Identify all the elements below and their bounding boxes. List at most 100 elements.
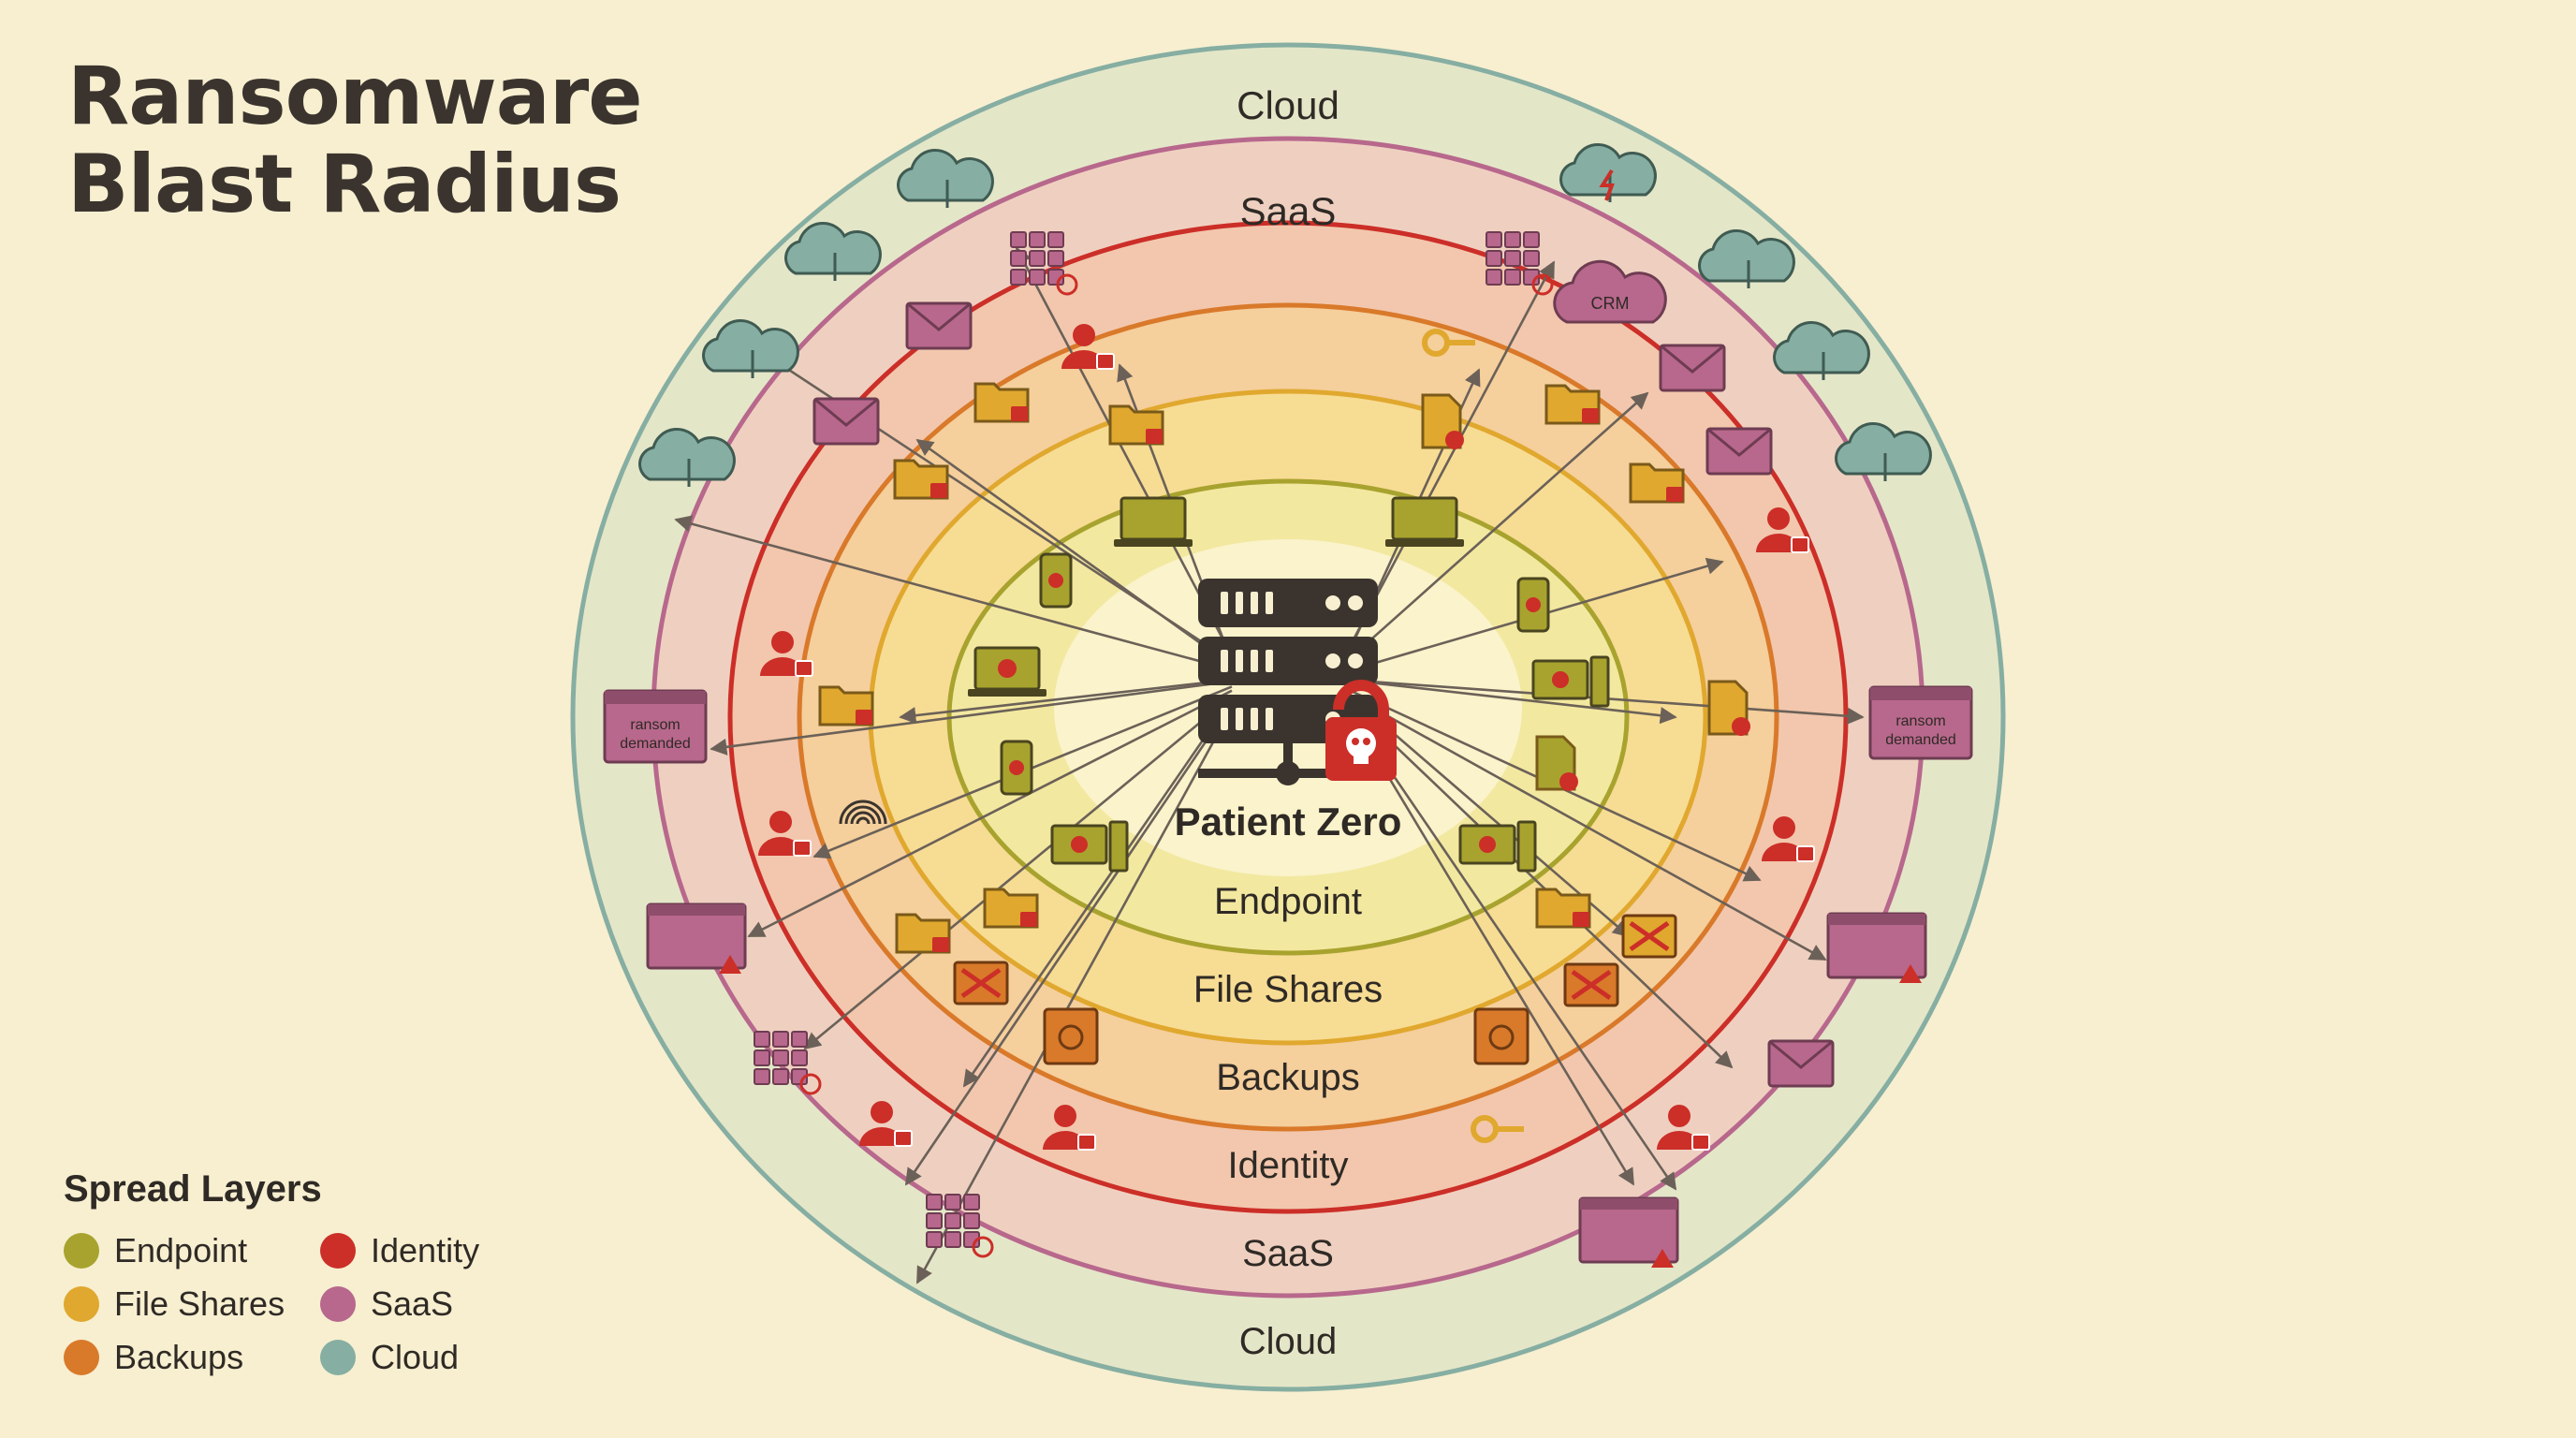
spread-arrow bbox=[747, 689, 1233, 938]
title-line-1: Ransomware bbox=[67, 50, 643, 143]
ransom-note-icon bbox=[1826, 912, 1927, 983]
damaged-backup-icon bbox=[1563, 962, 1619, 1007]
cloud-server-icon bbox=[1835, 421, 1932, 481]
padlock-icon bbox=[1325, 680, 1397, 781]
cloud-server-icon bbox=[1773, 320, 1870, 380]
app-grid-icon bbox=[926, 1194, 994, 1258]
stolen-key-icon bbox=[1471, 1115, 1524, 1143]
legend-swatch-file-shares bbox=[64, 1285, 99, 1322]
legend-grid: Endpoint Identity File Shares SaaS Backu… bbox=[64, 1231, 545, 1376]
locked-folder-icon bbox=[1544, 384, 1601, 425]
locked-user-icon bbox=[758, 811, 812, 857]
ransom-note-left: ransom demanded bbox=[603, 689, 708, 764]
spread-arrow bbox=[915, 707, 1234, 1284]
infected-phone-icon bbox=[1000, 740, 1033, 796]
spread-arrow bbox=[1343, 391, 1649, 665]
ring-label-identity: Identity bbox=[1228, 1145, 1349, 1186]
locked-user-icon bbox=[1756, 507, 1809, 553]
spread-arrow bbox=[1343, 678, 1677, 725]
cloud-lightning-icon bbox=[1559, 142, 1657, 202]
fingerprint-icon bbox=[839, 800, 887, 825]
legend-swatch-identity bbox=[320, 1232, 356, 1269]
spread-arrow bbox=[710, 680, 1233, 756]
email-icon bbox=[812, 397, 880, 446]
infected-document-icon bbox=[1535, 735, 1578, 791]
locked-folder-icon bbox=[1535, 888, 1591, 929]
spread-arrow bbox=[1343, 690, 1827, 961]
legend-item-backups: Backups bbox=[64, 1338, 320, 1376]
ransom-note-right-line-1: ransom bbox=[1895, 713, 1945, 729]
ring-label-cloud-bottom: Cloud bbox=[1239, 1321, 1338, 1362]
legend-label-saas: SaaS bbox=[371, 1284, 454, 1323]
ransom-note-right: ransom demanded bbox=[1868, 685, 1973, 760]
legend-label-identity: Identity bbox=[371, 1230, 480, 1269]
legend-item-identity: Identity bbox=[320, 1231, 545, 1269]
spread-arrow bbox=[1015, 246, 1234, 657]
ring-label-file-shares: File Shares bbox=[1193, 969, 1383, 1010]
app-grid-icon bbox=[1486, 231, 1554, 296]
ransom-note-icon bbox=[646, 902, 747, 974]
legend-label-cloud: Cloud bbox=[371, 1337, 460, 1376]
cloud-server-icon bbox=[702, 318, 799, 378]
laptop-icon bbox=[1114, 496, 1193, 547]
legend-item-endpoint: Endpoint bbox=[64, 1231, 320, 1269]
server-lock-icon bbox=[1198, 579, 1397, 785]
email-icon bbox=[905, 301, 973, 350]
ransom-note-left-line-1: ransom bbox=[630, 717, 680, 733]
legend-item-cloud: Cloud bbox=[320, 1338, 545, 1376]
legend-item-file-shares: File Shares bbox=[64, 1284, 320, 1323]
ring-label-backups: Backups bbox=[1216, 1057, 1359, 1098]
locked-folder-icon bbox=[818, 685, 874, 726]
infected-laptop-icon bbox=[968, 646, 1046, 697]
locked-folder-icon bbox=[1108, 404, 1164, 446]
email-icon bbox=[1659, 344, 1726, 392]
spread-arrow bbox=[803, 695, 1233, 1050]
damaged-backup-icon bbox=[953, 961, 1009, 1005]
email-icon bbox=[1767, 1039, 1835, 1088]
app-grid-icon bbox=[1010, 231, 1078, 296]
cloud-upload-icon bbox=[897, 148, 994, 208]
patient-zero-label: Patient Zero bbox=[1175, 800, 1402, 844]
locked-user-icon bbox=[1043, 1105, 1096, 1151]
legend-swatch-backups bbox=[64, 1339, 99, 1375]
infected-phone-icon bbox=[1516, 577, 1550, 633]
laptop-icon bbox=[1385, 496, 1464, 547]
ring-label-saas-top: SaaS bbox=[1240, 189, 1337, 233]
ransom-note-right-line-2: demanded bbox=[1885, 732, 1956, 748]
patient-zero: Patient Zero bbox=[1175, 579, 1402, 844]
spread-icons bbox=[638, 142, 1932, 1268]
spread-arrow bbox=[674, 515, 1233, 671]
legend-swatch-endpoint bbox=[64, 1232, 99, 1269]
ring-label-saas-bottom: SaaS bbox=[1242, 1233, 1334, 1274]
crm-label: CRM bbox=[1591, 294, 1630, 313]
email-icon bbox=[1705, 427, 1773, 476]
app-grid-icon bbox=[754, 1031, 822, 1095]
spread-arrow bbox=[899, 678, 1233, 725]
stolen-key-icon bbox=[1422, 329, 1475, 357]
locked-user-icon bbox=[760, 631, 813, 677]
locked-safe-icon bbox=[1043, 1007, 1099, 1065]
ransom-note-icon bbox=[1578, 1196, 1679, 1268]
locked-folder-icon bbox=[895, 913, 951, 954]
legend-label-endpoint: Endpoint bbox=[114, 1230, 248, 1269]
page-title: Ransomware Blast Radius bbox=[67, 50, 643, 231]
legend-swatch-cloud bbox=[320, 1339, 356, 1375]
title-line-2: Blast Radius bbox=[67, 138, 622, 231]
locked-folder-icon bbox=[1629, 462, 1685, 504]
locked-safe-icon bbox=[1473, 1007, 1530, 1065]
legend: Spread Layers Endpoint Identity File Sha… bbox=[64, 1168, 545, 1376]
infected-desktop-icon bbox=[1050, 820, 1129, 873]
spread-arrow bbox=[1342, 702, 1677, 1191]
infected-document-icon bbox=[1707, 680, 1750, 736]
spread-arrow bbox=[962, 697, 1234, 1088]
ring-label-cloud-top: Cloud bbox=[1237, 83, 1339, 127]
locked-folder-icon bbox=[983, 888, 1039, 929]
legend-label-backups: Backups bbox=[114, 1337, 244, 1376]
spread-arrow bbox=[1342, 702, 1635, 1186]
ring-label-endpoint: Endpoint bbox=[1214, 881, 1362, 922]
cloud-database-icon bbox=[1698, 228, 1795, 288]
infected-desktop-icon bbox=[1531, 655, 1610, 708]
legend-swatch-saas bbox=[320, 1285, 356, 1322]
